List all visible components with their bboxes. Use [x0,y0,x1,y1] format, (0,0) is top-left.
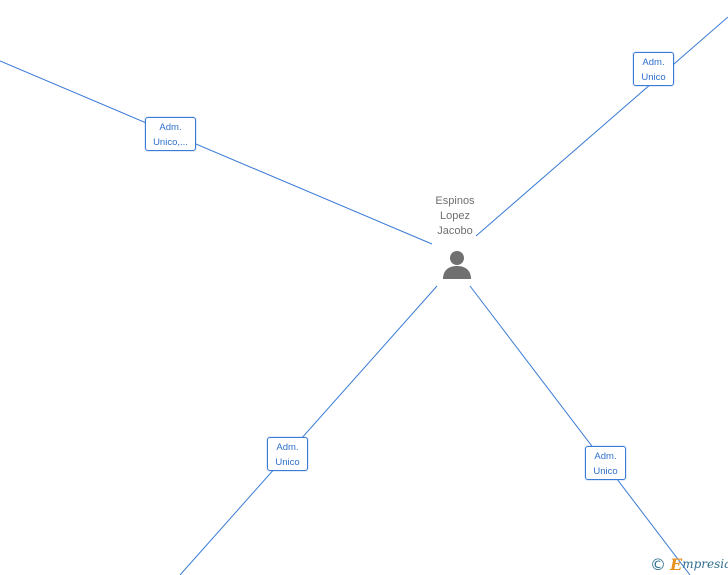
relation-label-line: Adm. [642,57,665,68]
relation-label[interactable]: Adm. Unico,... [145,117,196,151]
brand-logo-text: mpresia [682,557,728,571]
relation-label[interactable]: Adm. Unico [633,52,674,86]
relation-label-line: Unico [641,72,666,83]
person-name[interactable]: Espinos Lopez Jacobo [415,194,495,239]
copyright-icon: © [650,554,666,574]
edge-line [179,285,438,575]
relation-label-line: Unico,... [153,137,188,148]
person-name-line: Espinos [435,195,475,207]
edge-line [469,285,691,575]
brand-watermark: © E mpresia [650,554,728,574]
relation-label-line: Unico [593,466,618,477]
brand-logo-letter: E [670,554,683,574]
person-name-line: Jacobo [437,225,473,237]
relation-label-line: Adm. [159,122,182,133]
relation-label[interactable]: Adm. Unico [585,446,626,480]
person-name-line: Lopez [440,210,470,222]
relation-label-line: Unico [275,457,300,468]
edge-line [475,16,728,237]
person-icon[interactable] [441,249,473,281]
relation-label[interactable]: Adm. Unico [267,437,308,471]
relation-label-line: Adm. [594,451,617,462]
edge-line [0,60,433,245]
relation-label-line: Adm. [276,442,299,453]
